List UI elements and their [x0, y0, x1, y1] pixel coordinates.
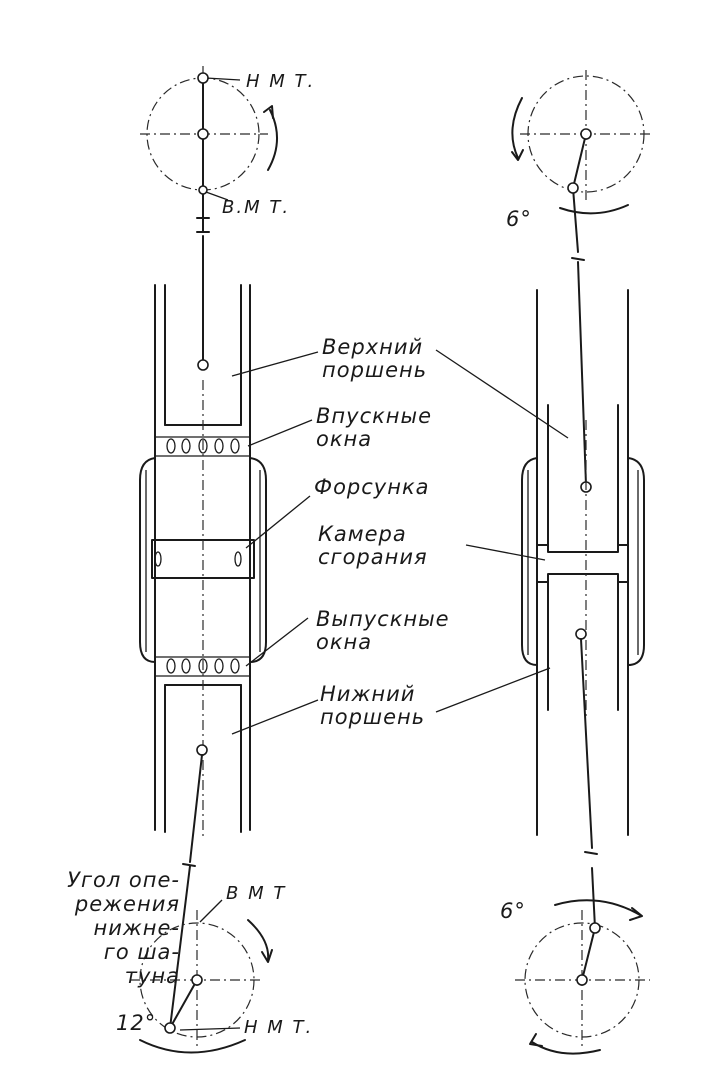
label-upper-piston: Верхний поршень [322, 335, 428, 382]
label-intake-ports: Впускные окна [316, 404, 433, 451]
label-bdc-top-left: Н М Т. [246, 71, 316, 92]
rotation-arrow-upper-right [511, 97, 523, 159]
combustion-chamber-right [536, 544, 629, 583]
label-angle-6-bottom: 6° [500, 899, 526, 923]
label-lower-piston: Нижний поршень [320, 682, 426, 729]
upper-piston-pin-left [197, 359, 209, 371]
right-assembly [511, 70, 652, 1055]
label-combustion-chamber: Камера сгорания [318, 522, 428, 569]
label-injector: Форсунка [314, 475, 430, 499]
cooling-jacket-left [139, 457, 156, 663]
lower-piston-pin-right [575, 628, 587, 640]
label-tdc-top-left: В.М Т. [222, 197, 291, 218]
rotation-arrow-upper-left [267, 109, 279, 171]
cooling-jacket-right [521, 457, 538, 666]
leader-lines [231, 349, 569, 735]
lower-piston-pin-left [196, 744, 208, 756]
label-advance-angle: Угол опе- режения нижне- го ша- туна [67, 868, 180, 988]
label-angle-6-top: 6° [506, 207, 532, 231]
label-tdc-bottom-left: В М Т [226, 883, 287, 904]
left-assembly [130, 66, 279, 1054]
label-bdc-bottom-left: Н М Т. [244, 1017, 314, 1038]
label-angle-12: 12° [116, 1011, 157, 1035]
rotation-arrow-lower-right [531, 1041, 601, 1055]
rotation-arrow-lower-left [139, 1039, 246, 1054]
label-exhaust-ports: Выпускные окна [316, 607, 450, 654]
